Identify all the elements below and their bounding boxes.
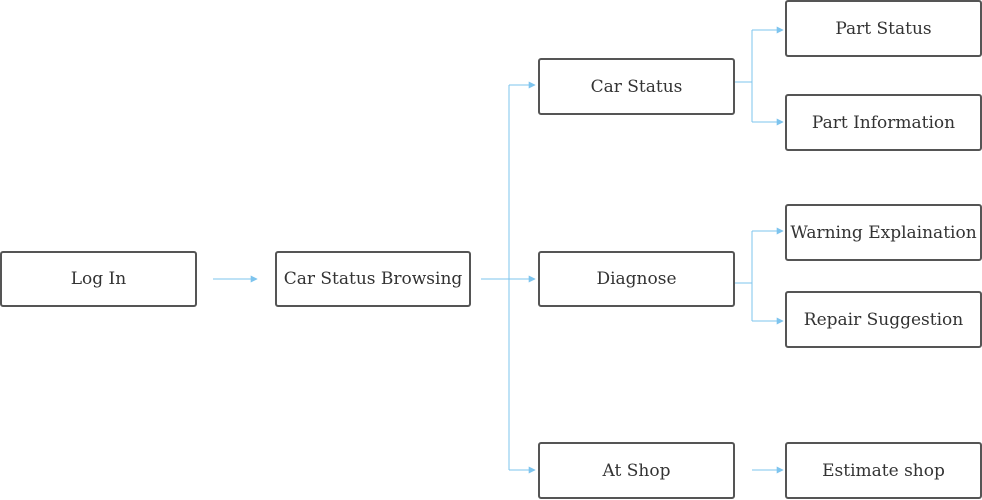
node-estimate-shop: Estimate shop bbox=[785, 442, 982, 499]
node-repair-suggestion: Repair Suggestion bbox=[785, 291, 982, 348]
node-part-information-label: Part Information bbox=[811, 112, 956, 133]
node-car-status-browsing: Car Status Browsing bbox=[275, 251, 471, 307]
node-car-status-label: Car Status bbox=[590, 76, 683, 97]
node-repair-suggestion-label: Repair Suggestion bbox=[803, 309, 964, 330]
node-part-status-label: Part Status bbox=[835, 18, 932, 39]
node-at-shop: At Shop bbox=[538, 442, 735, 499]
node-log-in-label: Log In bbox=[70, 269, 127, 289]
node-log-in: Log In bbox=[0, 251, 197, 307]
node-warning-explaination: Warning Explaination bbox=[785, 204, 982, 261]
node-part-information: Part Information bbox=[785, 94, 982, 151]
node-estimate-shop-label: Estimate shop bbox=[822, 460, 945, 481]
node-car-status: Car Status bbox=[538, 58, 735, 115]
node-diagnose: Diagnose bbox=[538, 251, 735, 307]
node-diagnose-label: Diagnose bbox=[596, 269, 677, 289]
node-car-status-browsing-label: Car Status Browsing bbox=[283, 269, 463, 289]
node-warning-explaination-label: Warning Explaination bbox=[790, 222, 977, 243]
node-part-status: Part Status bbox=[785, 0, 982, 57]
node-at-shop-label: At Shop bbox=[602, 460, 671, 481]
